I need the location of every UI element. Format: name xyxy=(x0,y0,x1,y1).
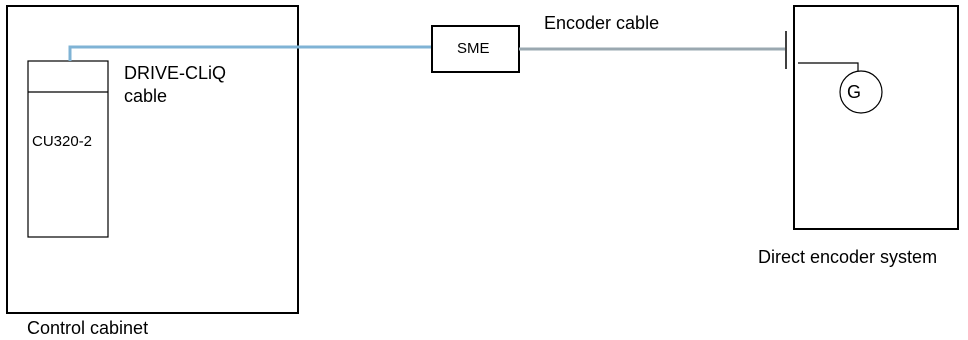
encoder-g-label: G xyxy=(847,82,862,102)
encoder-lead xyxy=(798,62,859,74)
direct-encoder-system-label: Direct encoder system xyxy=(758,247,938,267)
cu320-module xyxy=(27,60,109,238)
direct-encoder-system-box xyxy=(793,5,959,230)
control-cabinet-box xyxy=(6,5,299,314)
drive-cliq-cable xyxy=(68,45,432,61)
sme-label: SME xyxy=(457,40,490,57)
cu320-label: CU320-2 xyxy=(32,133,93,150)
control-cabinet-label: Control cabinet xyxy=(27,318,149,338)
encoder-cable-label: Encoder cable xyxy=(544,13,660,33)
encoder-g-circle xyxy=(839,70,883,114)
drive-cliq-label-line1: DRIVE-CLiQ xyxy=(124,63,227,83)
drive-cliq-label-line2: cable xyxy=(124,86,168,106)
